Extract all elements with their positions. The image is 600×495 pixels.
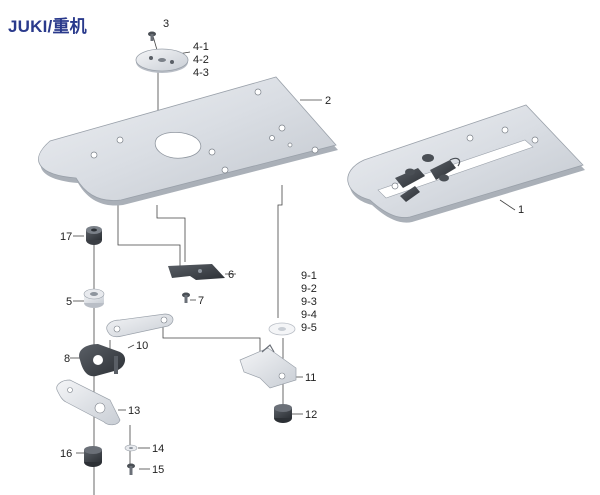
part-4-disc <box>135 48 189 73</box>
label-2: 2 <box>325 95 331 107</box>
label-13: 13 <box>128 405 140 417</box>
part-15-screw <box>127 463 135 475</box>
label-4-1: 4-1 <box>193 41 209 53</box>
label-4-3: 4-3 <box>193 67 209 79</box>
label-9-5: 9-5 <box>301 322 317 334</box>
label-1: 1 <box>518 204 524 216</box>
label-6: 6 <box>228 269 234 281</box>
part-7-screw <box>182 292 190 303</box>
part-8-lever <box>79 344 126 377</box>
part-9-washer <box>268 322 296 336</box>
label-16: 16 <box>60 448 72 460</box>
part-12-screw <box>274 404 292 423</box>
label-15: 15 <box>152 464 164 476</box>
label-17: 17 <box>60 231 72 243</box>
label-11: 11 <box>305 372 316 384</box>
label-9-3: 9-3 <box>301 296 317 308</box>
label-9-2: 9-2 <box>301 283 317 295</box>
part-6-bracket <box>168 264 225 280</box>
part-3-screw <box>148 31 156 41</box>
label-12: 12 <box>305 409 317 421</box>
label-4-2: 4-2 <box>193 54 209 66</box>
brand-title: JUKI/重机 <box>8 17 87 36</box>
part-2-main-plate <box>38 76 338 206</box>
label-10: 10 <box>136 340 148 352</box>
label-8: 8 <box>64 353 70 365</box>
label-5: 5 <box>66 296 72 308</box>
part-10-link <box>106 313 174 338</box>
label-3: 3 <box>163 18 169 30</box>
part-labels: 3 4-1 4-2 4-3 2 1 17 5 6 7 8 9-1 9-2 9-3… <box>60 18 524 476</box>
part-16-screw <box>84 446 102 467</box>
part-13-plate <box>56 379 121 426</box>
label-7: 7 <box>198 295 204 307</box>
part-17-nut <box>86 226 102 245</box>
label-9-1: 9-1 <box>301 270 317 282</box>
part-1-assembled-plate <box>347 104 585 223</box>
part-11-bracket <box>239 344 297 389</box>
label-14: 14 <box>152 443 164 455</box>
label-9-4: 9-4 <box>301 309 317 321</box>
part-5-bushing <box>83 288 105 308</box>
part-14-washer <box>124 444 138 452</box>
